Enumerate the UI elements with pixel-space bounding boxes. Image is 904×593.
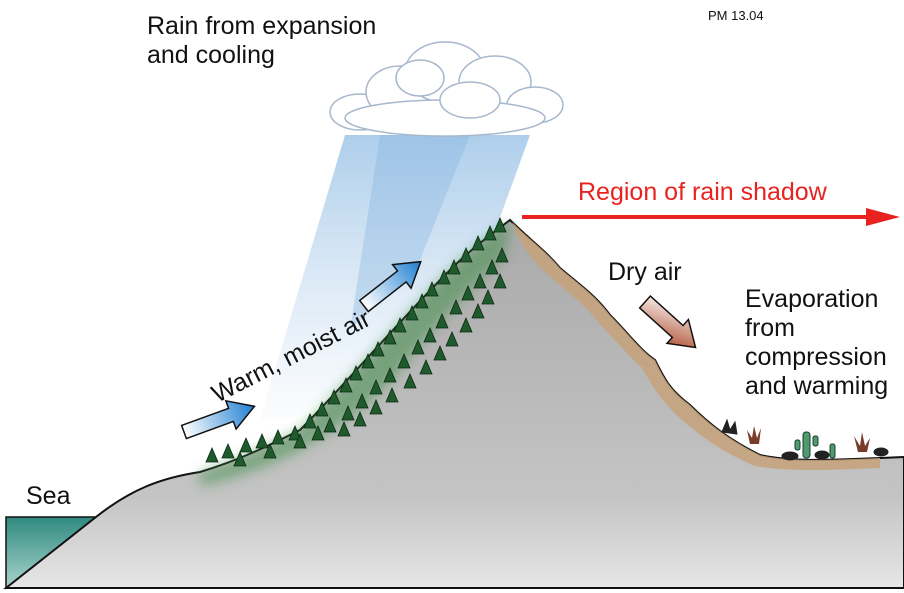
tree-icon xyxy=(271,428,285,445)
desert-plants xyxy=(721,418,889,461)
tree-icon xyxy=(369,398,383,415)
evaporation-line1: Evaporation xyxy=(745,285,879,313)
tree-icon xyxy=(481,288,495,305)
figure-code: PM 13.04 xyxy=(708,8,764,23)
tree-icon xyxy=(293,432,307,449)
tree-icon xyxy=(353,410,367,427)
tree-icon xyxy=(423,326,437,343)
tree-icon xyxy=(461,284,475,301)
tree-icon xyxy=(437,268,451,285)
shrub-icon xyxy=(873,447,889,457)
rain-shadow-label: Region of rain shadow xyxy=(578,178,827,206)
tree-icon xyxy=(355,392,369,409)
shrub-icon xyxy=(721,418,738,435)
tree-icon xyxy=(445,330,459,347)
tree-icon xyxy=(263,442,277,459)
tree-icon xyxy=(411,338,425,355)
rain-expansion-line1: Rain from expansion xyxy=(147,12,377,40)
tree-icon xyxy=(361,352,375,369)
tree-icon xyxy=(433,344,447,361)
tree-icon xyxy=(371,340,385,357)
tree-icon xyxy=(493,272,507,289)
tree-icon xyxy=(255,432,269,449)
tree-icon xyxy=(403,372,417,389)
desert-soil xyxy=(512,222,880,470)
sea-label: Sea xyxy=(26,482,71,510)
shrub-icon xyxy=(854,432,870,452)
evaporation-line2: from xyxy=(745,314,795,342)
cactus-icon xyxy=(829,443,836,459)
tree-icon xyxy=(493,216,507,233)
tree-icon xyxy=(341,404,355,421)
tree-icon xyxy=(311,424,325,441)
tree-icon xyxy=(303,412,317,429)
tree-icon xyxy=(425,280,439,297)
tree-icon xyxy=(485,258,499,275)
tree-icon xyxy=(327,388,341,405)
tree-icon xyxy=(315,400,329,417)
tree-icon xyxy=(383,366,397,383)
tree-icon xyxy=(473,272,487,289)
dry-air-label: Dry air xyxy=(608,258,682,286)
tree-icon xyxy=(393,316,407,333)
tree-icon xyxy=(449,298,463,315)
tree-icon xyxy=(349,364,363,381)
tree-icon xyxy=(483,224,497,241)
shrub-icon xyxy=(781,451,799,461)
moist-air-arrow-lower xyxy=(180,399,256,440)
tree-icon xyxy=(205,446,219,463)
tree-icon xyxy=(435,312,449,329)
tree-icon xyxy=(383,328,397,345)
tree-icon xyxy=(459,246,473,263)
shrub-icon xyxy=(747,426,761,444)
tree-icon xyxy=(397,352,411,369)
shrub-icon xyxy=(814,450,830,460)
rain-shadow-arrow xyxy=(522,208,900,226)
tree-icon xyxy=(339,376,353,393)
tree-icon xyxy=(415,292,429,309)
tree-icon xyxy=(385,386,399,403)
evaporation-line4: and warming xyxy=(745,372,889,400)
evaporation-label: Evaporation from compression and warming xyxy=(745,285,888,401)
tree-icon xyxy=(459,316,473,333)
tree-icon xyxy=(233,450,247,467)
rain-cloud xyxy=(329,41,564,137)
tree-icon xyxy=(405,304,419,321)
forest-trees xyxy=(205,216,509,467)
tree-icon xyxy=(447,258,461,275)
dry-air-arrow xyxy=(638,294,697,349)
tree-icon xyxy=(221,442,235,459)
cactus-icon xyxy=(794,431,819,459)
tree-icon xyxy=(471,234,485,251)
tree-icon xyxy=(495,246,509,263)
tree-icon xyxy=(239,436,253,453)
rain-expansion-line2: and cooling xyxy=(147,41,275,69)
evaporation-line3: compression xyxy=(745,343,887,371)
tree-icon xyxy=(288,424,302,441)
moist-air-arrow-upper xyxy=(358,260,422,313)
tree-icon xyxy=(471,302,485,319)
tree-icon xyxy=(369,378,383,395)
tree-icon xyxy=(323,416,337,433)
tree-icon xyxy=(419,358,433,375)
tree-icon xyxy=(337,420,351,437)
rain-expansion-label: Rain from expansion and cooling xyxy=(147,12,376,70)
